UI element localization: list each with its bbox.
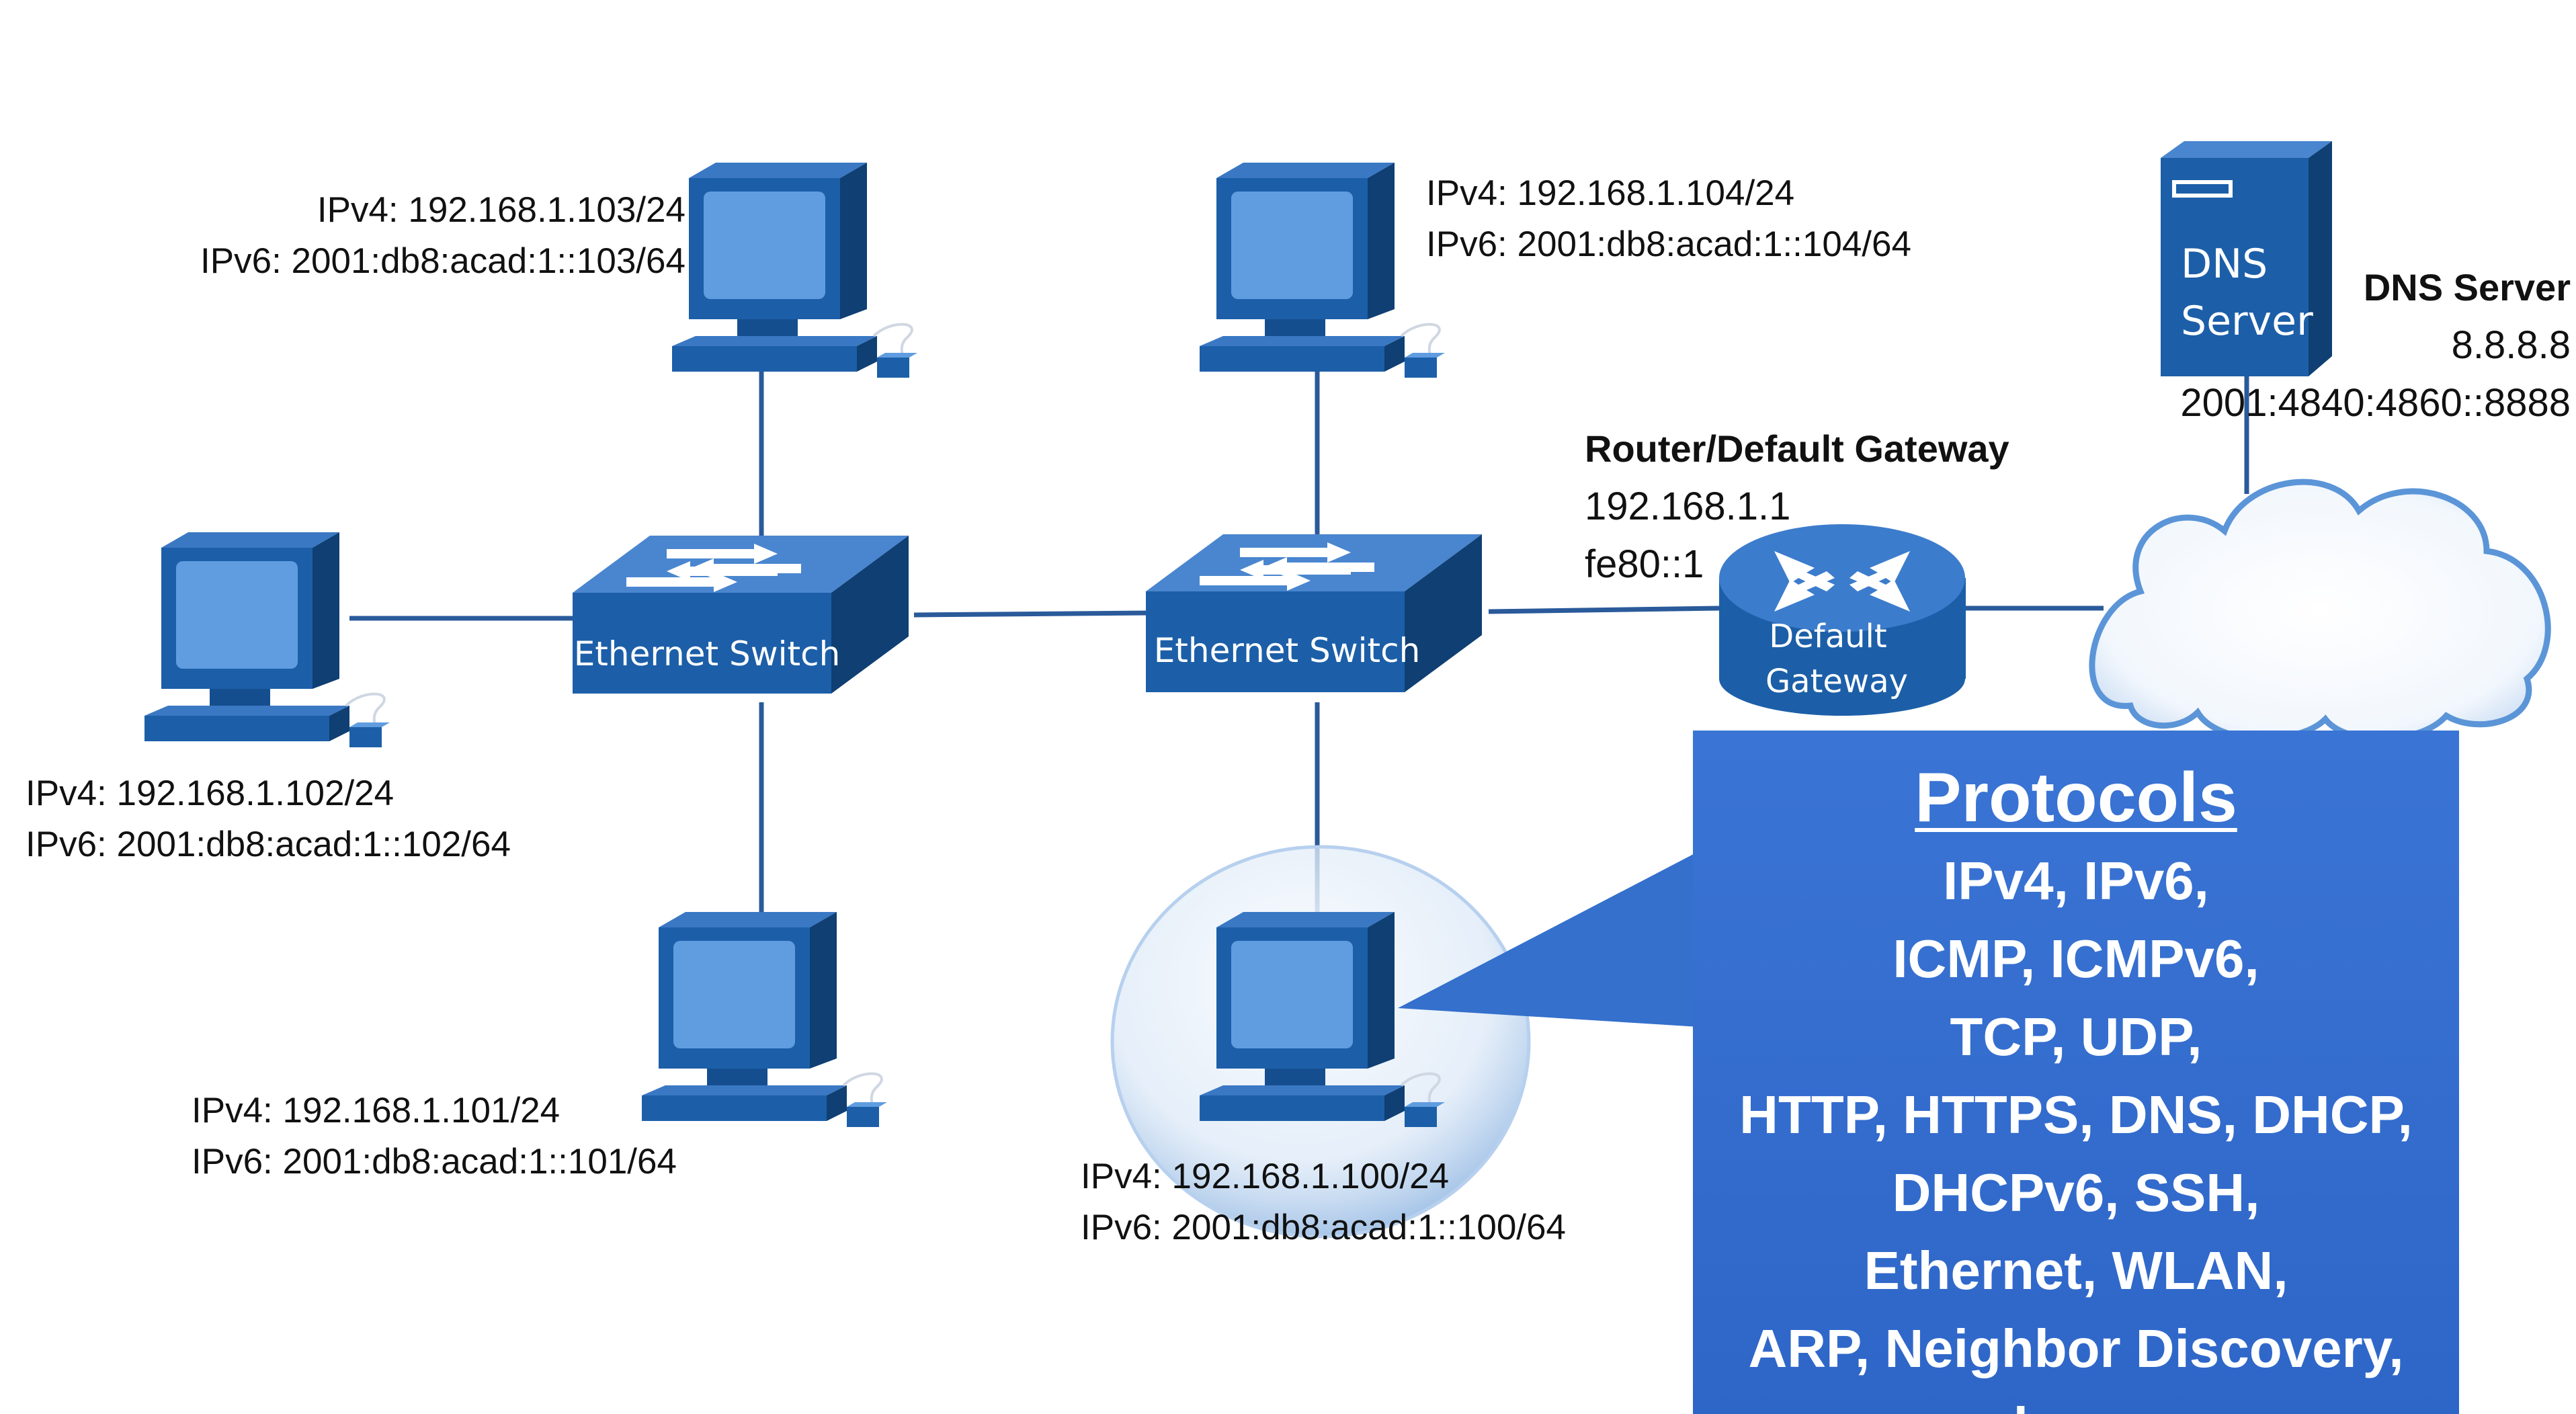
protocols-title: Protocols <box>1915 759 2237 837</box>
callout-pointer <box>1398 840 1720 1028</box>
router-ipv4: 192.168.1.1 <box>1585 485 1791 528</box>
pc103-ipv4: IPv4: 192.168.1.103/24 <box>317 190 685 230</box>
computer-icon-pc101[interactable] <box>640 911 888 1128</box>
router-label: Router/Default Gateway 192.168.1.1 fe80:… <box>1585 420 2009 593</box>
pc101-ipv6: IPv6: 2001:db8:acad:1::101/64 <box>192 1142 677 1181</box>
computer-icon-pc103[interactable] <box>671 161 919 379</box>
pc104-label: IPv4: 192.168.1.104/24 IPv6: 2001:db8:ac… <box>1426 168 1911 270</box>
dns-server-icon[interactable] <box>2161 141 2332 376</box>
protocols-list: IPv4, IPv6, ICMP, ICMPv6, TCP, UDP, HTTP… <box>1693 842 2459 1414</box>
computer-icon-pc104[interactable] <box>1198 161 1446 379</box>
protocols-line: ARP, Neighbor Discovery, <box>1748 1319 2404 1378</box>
protocols-line: IPv4, IPv6, <box>1943 851 2209 911</box>
pc103-label: IPv4: 192.168.1.103/24 IPv6: 2001:db8:ac… <box>134 185 685 287</box>
dns-ipv6: 2001:4840:4860::8888 <box>2180 381 2571 425</box>
dns-icon-label-line1: DNS <box>2181 241 2268 288</box>
protocols-line: and more... <box>1693 1388 2459 1414</box>
pc102-label: IPv4: 192.168.1.102/24 IPv6: 2001:db8:ac… <box>26 768 511 870</box>
pc100-label: IPv4: 192.168.1.100/24 IPv6: 2001:db8:ac… <box>1081 1151 1566 1253</box>
pc104-ipv4: IPv4: 192.168.1.104/24 <box>1426 173 1795 213</box>
protocols-line: TCP, UDP, <box>1950 1007 2202 1067</box>
router-ipv6: fe80::1 <box>1585 542 1704 586</box>
link-switch-right-router <box>1488 606 1721 614</box>
router-heading: Router/Default Gateway <box>1585 427 2009 470</box>
switch-right-label: Ethernet Switch <box>1154 631 1421 670</box>
dns-heading: DNS Server <box>2363 266 2571 308</box>
pc102-ipv4: IPv4: 192.168.1.102/24 <box>26 774 394 813</box>
pc102-ipv6: IPv6: 2001:db8:acad:1::102/64 <box>26 825 511 864</box>
computer-icon-pc102[interactable] <box>143 531 391 749</box>
switch-left-label: Ethernet Switch <box>574 634 841 673</box>
dns-ipv4: 8.8.8.8 <box>2451 323 2571 367</box>
links <box>349 363 2249 924</box>
pc100-ipv4: IPv4: 192.168.1.100/24 <box>1081 1157 1450 1196</box>
router-icon[interactable] <box>1719 524 1966 716</box>
pc101-label: IPv4: 192.168.1.101/24 IPv6: 2001:db8:ac… <box>192 1085 677 1188</box>
protocols-line: HTTP, HTTPS, DNS, DHCP, <box>1739 1085 2413 1145</box>
pc101-ipv4: IPv4: 192.168.1.101/24 <box>192 1091 560 1130</box>
protocols-line: Ethernet, WLAN, <box>1864 1241 2288 1300</box>
dns-label: DNS Server 8.8.8.8 2001:4840:4860::8888 <box>2083 259 2571 432</box>
link-switch-left-switch-right <box>913 610 1150 618</box>
pc104-ipv6: IPv6: 2001:db8:acad:1::104/64 <box>1426 224 1911 264</box>
router-icon-label-line2: Gateway <box>1765 663 1908 700</box>
protocols-line: ICMP, ICMPv6, <box>1893 929 2259 989</box>
protocols-line: DHCPv6, SSH, <box>1892 1163 2260 1222</box>
router-icon-label-line1: Default <box>1769 618 1886 655</box>
pc100-ipv6: IPv6: 2001:db8:acad:1::100/64 <box>1081 1208 1566 1247</box>
protocols-callout: Protocols IPv4, IPv6, ICMP, ICMPv6, TCP,… <box>1693 731 2459 1414</box>
pc103-ipv6: IPv6: 2001:db8:acad:1::103/64 <box>200 241 685 281</box>
cloud-icon <box>2089 479 2551 742</box>
dns-icon-label-line2: Server <box>2181 298 2313 345</box>
